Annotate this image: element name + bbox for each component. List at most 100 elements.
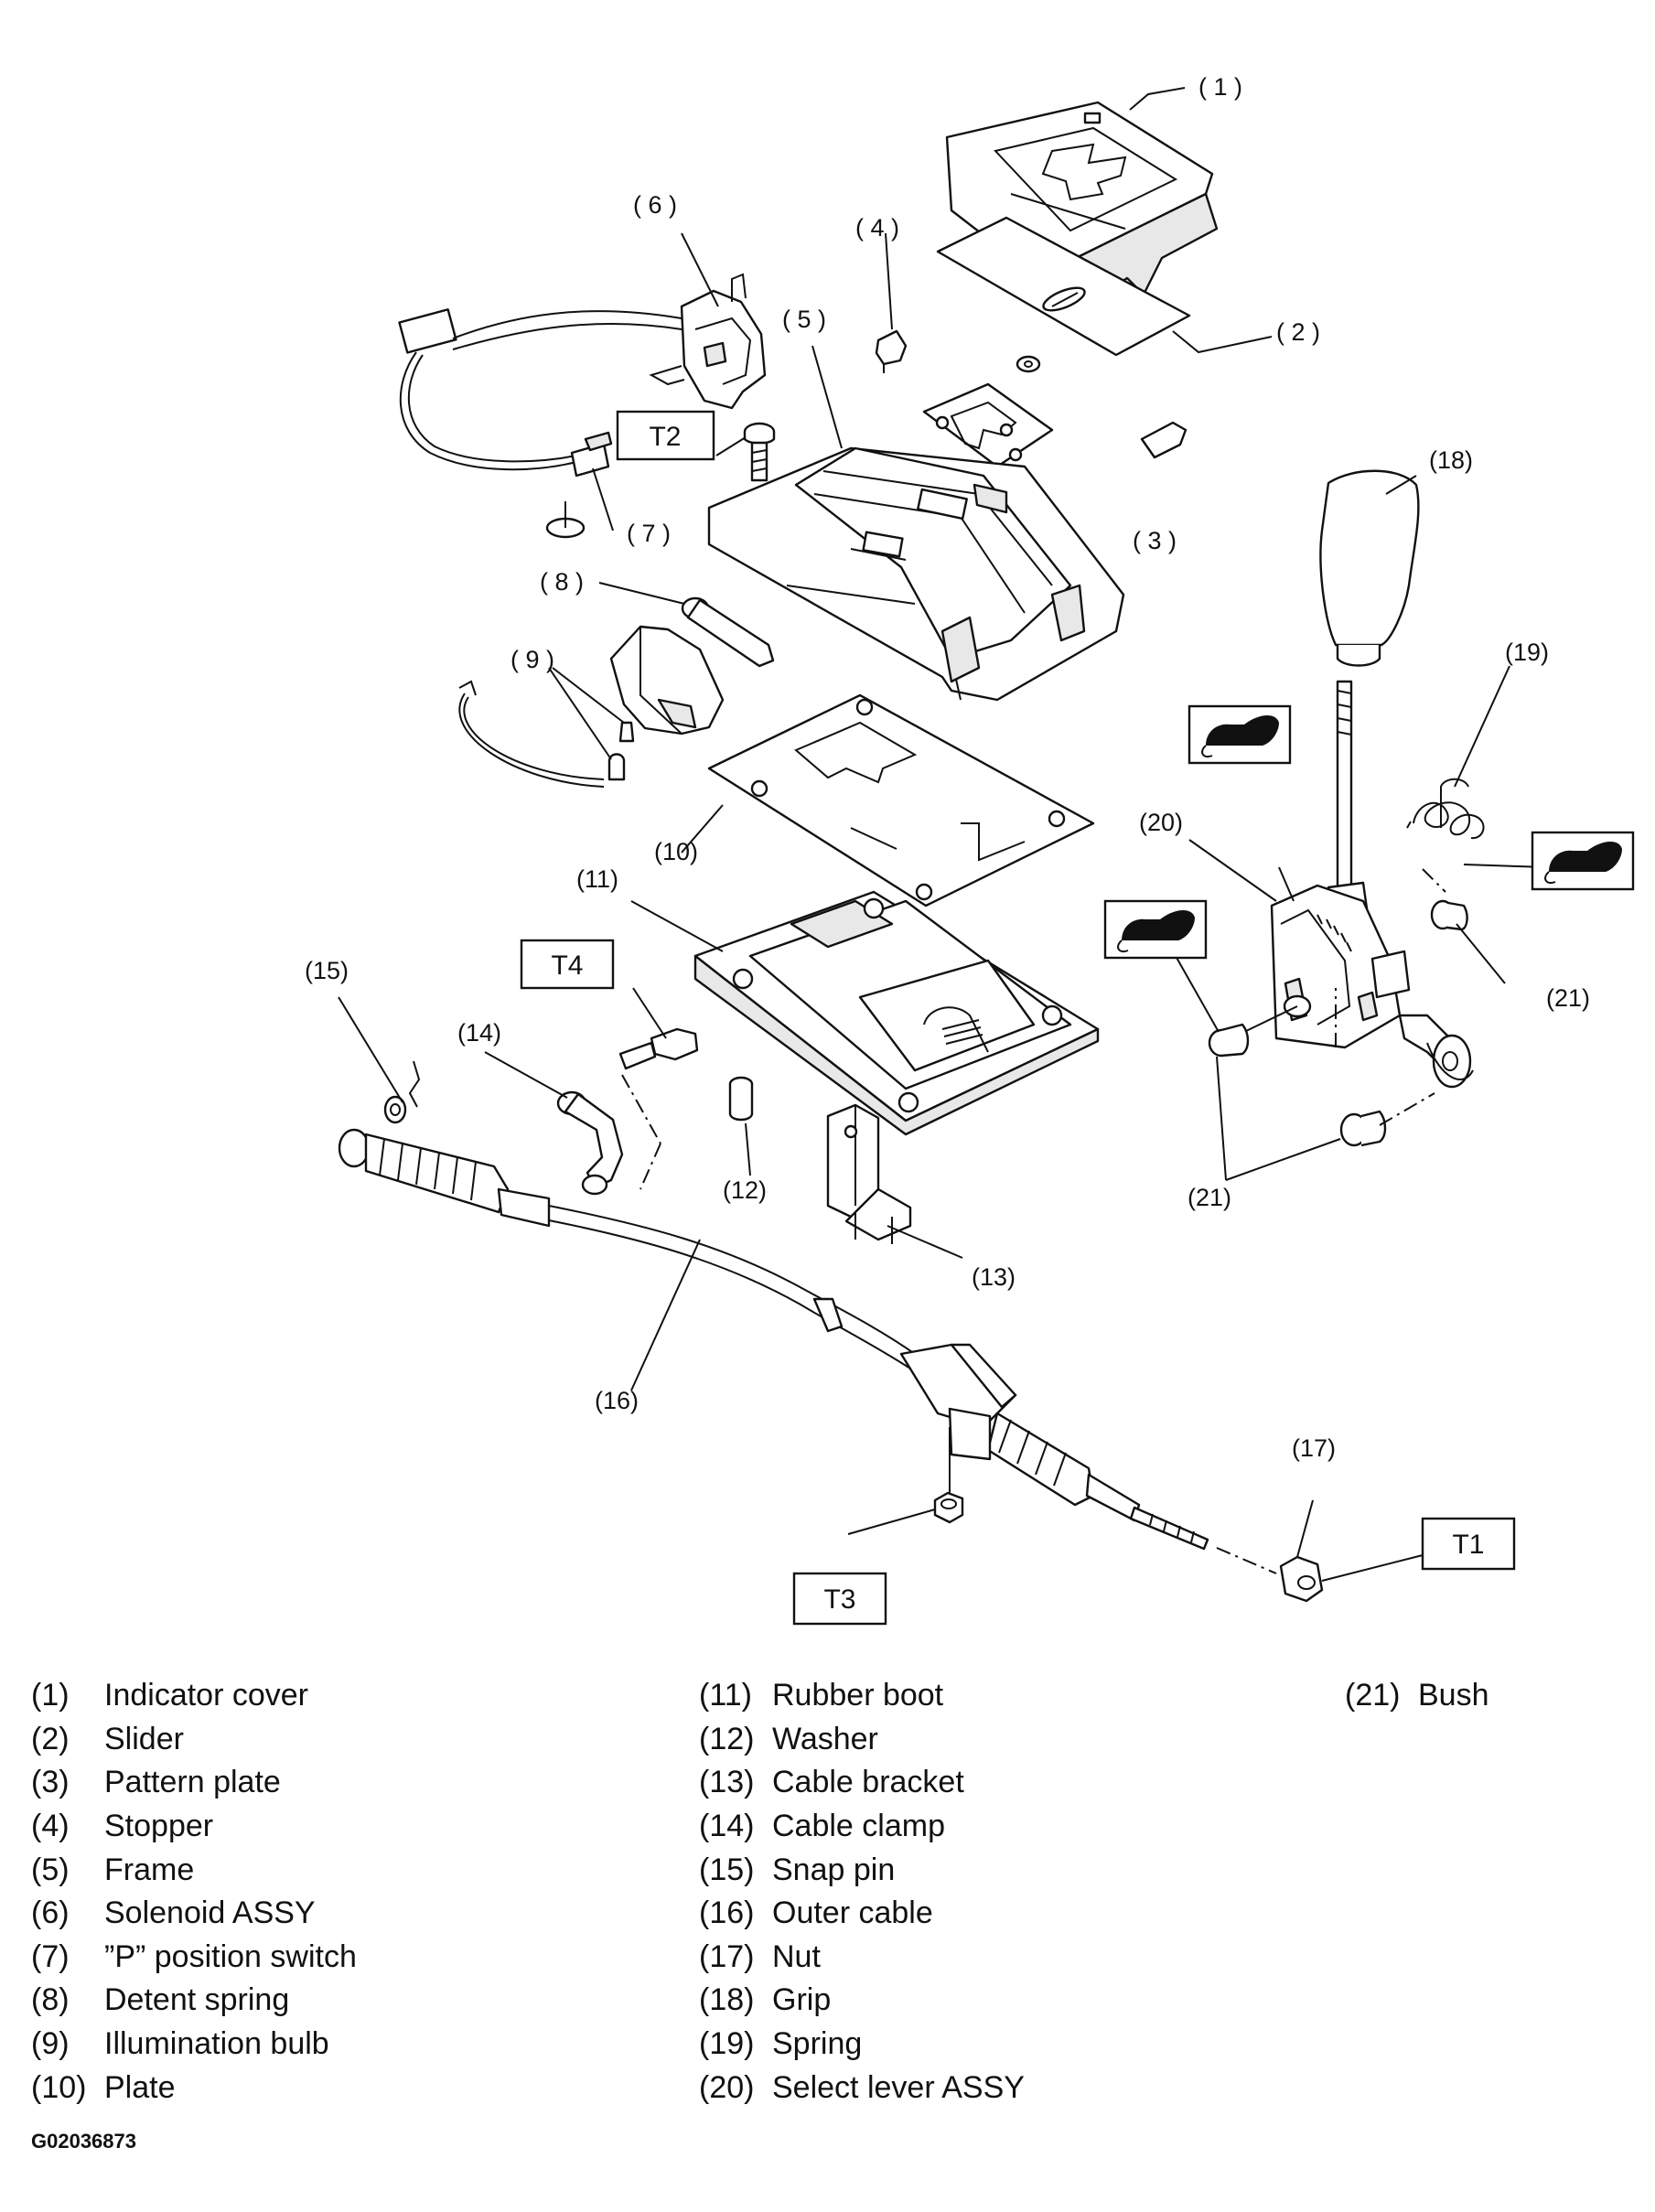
callout-3: ( 3 ) xyxy=(1133,527,1177,554)
legend-item-name: Solenoid ASSY xyxy=(104,1895,316,1931)
legend-item-number: (2) xyxy=(31,1721,70,1756)
legend-item: (15)Snap pin xyxy=(699,1848,1025,1892)
callout-20: (20) xyxy=(1139,809,1183,836)
cable-clamp-part xyxy=(556,1074,661,1196)
callout-5: ( 5 ) xyxy=(782,306,826,333)
legend-item-name: Snap pin xyxy=(772,1852,896,1887)
washer-part xyxy=(728,1076,754,1122)
legend-item-name: Select lever ASSY xyxy=(772,2069,1025,2105)
legend-item-number: (21) xyxy=(1345,1678,1401,1713)
outer-cable-part xyxy=(338,1128,1277,1574)
legend-item: (10) Plate xyxy=(31,2066,357,2110)
grip-part xyxy=(1319,469,1420,667)
legend-item: (9) Illumination bulb xyxy=(31,2023,357,2067)
legend-item: (20) Select lever ASSY xyxy=(699,2066,1025,2110)
callout-13: (13) xyxy=(972,1263,1016,1291)
parts-legend: (1)Indicator cover (2)Slider (3)Pattern … xyxy=(0,1674,1655,2186)
legend-item: (6) Solenoid ASSY xyxy=(31,1892,357,1936)
cable-bracket-part xyxy=(826,1103,912,1244)
legend-item: (19) Spring xyxy=(699,2023,1025,2067)
legend-item-name: Cable bracket xyxy=(772,1765,964,1800)
stopper-part xyxy=(875,329,908,373)
legend-item-number: (9) xyxy=(31,2026,70,2062)
callout-11: (11) xyxy=(576,865,618,893)
legend-item: (11) Rubber boot xyxy=(699,1674,1025,1718)
legend-item-number: (13) xyxy=(699,1765,755,1800)
legend-item: (12) Washer xyxy=(699,1718,1025,1762)
spring-part xyxy=(1406,778,1485,840)
legend-item-name: ”P” position switch xyxy=(104,1938,357,1974)
legend-item-number: (12) xyxy=(699,1721,755,1756)
legend-item-number: (6) xyxy=(31,1895,70,1931)
torque-label-t4: T4 xyxy=(551,950,583,981)
legend-column-2: (11) Rubber boot (12) Washer (13) Cable bra… xyxy=(699,1674,1025,2110)
legend-item-number: (5) xyxy=(31,1852,70,1887)
legend-item-name: Stopper xyxy=(104,1809,214,1844)
legend-item-name: Washer xyxy=(772,1721,878,1756)
callout-17: (17) xyxy=(1292,1434,1336,1462)
legend-item-name: Grip xyxy=(772,1982,832,2018)
torque-label-t1: T1 xyxy=(1452,1530,1484,1560)
legend-item-name: Bush xyxy=(1418,1678,1489,1713)
legend-item-number: (3) xyxy=(31,1765,70,1800)
legend-item-name: Plate xyxy=(104,2069,176,2105)
grease-symbol-3-icon xyxy=(1531,831,1635,891)
callout-16: (16) xyxy=(595,1387,639,1414)
grease-symbol-2-icon xyxy=(1103,899,1208,960)
solenoid-assy-part xyxy=(398,273,767,471)
p-position-switch-part xyxy=(545,431,613,539)
legend-item-number: (20) xyxy=(699,2069,755,2105)
legend-item: (7)”P” position switch xyxy=(31,1936,357,1980)
callout-19: (19) xyxy=(1505,639,1549,666)
callout-14: (14) xyxy=(457,1019,501,1047)
legend-item-name: Frame xyxy=(104,1852,195,1887)
legend-item: (3)Pattern plate xyxy=(31,1761,357,1805)
slider-part xyxy=(936,216,1191,357)
legend-item: (16) Outer cable xyxy=(699,1892,1025,1936)
torque-box-t2: T2 xyxy=(616,410,715,461)
detent-spring-part xyxy=(681,596,775,668)
legend-item-name: Slider xyxy=(104,1721,184,1756)
t4-bolt xyxy=(618,1027,699,1070)
legend-item-name: Outer cable xyxy=(772,1895,933,1931)
legend-item-number: (8) xyxy=(31,1982,70,2018)
legend-item-number: (17) xyxy=(699,1938,755,1974)
legend-column-3: (21) Bush xyxy=(1345,1674,1489,1718)
torque-box-t1: T1 xyxy=(1421,1517,1516,1571)
callout-18: (18) xyxy=(1429,446,1473,474)
torque-box-t4: T4 xyxy=(520,939,615,990)
legend-item-number: (14) xyxy=(699,1809,755,1844)
legend-item-number: (1) xyxy=(31,1678,70,1713)
legend-item-number: (19) xyxy=(699,2026,755,2062)
callout-10: (10) xyxy=(654,838,698,865)
callout-21-right: (21) xyxy=(1546,984,1590,1012)
legend-item-name: Rubber boot xyxy=(772,1678,944,1713)
bush-part xyxy=(1208,899,1468,1147)
select-lever-assy-part xyxy=(1243,680,1474,1089)
legend-item-name: Detent spring xyxy=(104,1982,290,2018)
legend-item-number: (11) xyxy=(699,1678,752,1713)
legend-item-name: Spring xyxy=(772,2026,863,2062)
pattern-plate-part xyxy=(922,355,1054,468)
callout-21-bottom: (21) xyxy=(1188,1184,1231,1211)
callout-12: (12) xyxy=(723,1176,767,1204)
callout-9: ( 9 ) xyxy=(510,646,554,673)
callout-15: (15) xyxy=(305,957,349,984)
callout-6: ( 6 ) xyxy=(633,191,677,219)
legend-item: (13) Cable bracket xyxy=(699,1761,1025,1805)
legend-item-number: (16) xyxy=(699,1895,755,1931)
t3-nut xyxy=(933,1407,992,1524)
legend-item-number: (4) xyxy=(31,1809,70,1844)
legend-item: (8) Detent spring xyxy=(31,1979,357,2023)
legend-column-1: (1)Indicator cover (2)Slider (3)Pattern … xyxy=(31,1674,357,2110)
illumination-bulb-part xyxy=(458,625,725,788)
legend-item: (17)Nut xyxy=(699,1936,1025,1980)
legend-item-name: Illumination bulb xyxy=(104,2026,329,2062)
legend-item-number: (10) xyxy=(31,2069,87,2105)
legend-item-name: Cable clamp xyxy=(772,1809,945,1844)
pattern-plate-bolt xyxy=(1140,421,1188,459)
legend-item: (5) Frame xyxy=(31,1848,357,1892)
rubber-boot-part xyxy=(693,890,1100,1136)
callout-1: ( 1 ) xyxy=(1198,73,1242,101)
legend-item: (21) Bush xyxy=(1345,1674,1489,1718)
